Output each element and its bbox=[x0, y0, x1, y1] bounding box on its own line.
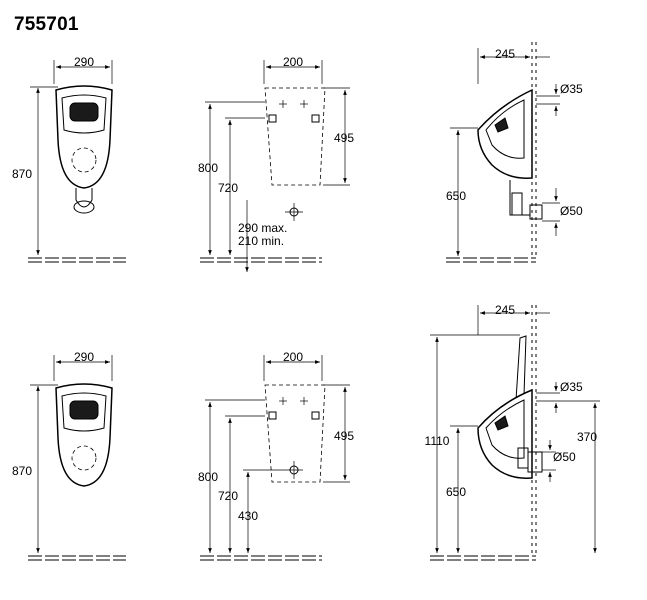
bottom-front-height-label: 870 bbox=[12, 464, 32, 478]
top-rear-height-fixing-label: 720 bbox=[218, 181, 238, 195]
top-rear-width-label: 200 bbox=[283, 55, 303, 69]
top-side-view: 245 Ø35 Ø50 650 bbox=[446, 42, 583, 263]
top-rear-drain-max-label: 290 max. bbox=[238, 221, 287, 235]
top-rear-view: 200 800 720 495 290 max. 210 min. bbox=[198, 55, 354, 272]
bottom-side-supply-height-label: 370 bbox=[577, 430, 597, 444]
top-side-depth-label: 245 bbox=[495, 47, 515, 61]
bottom-rear-drain-height-label: 430 bbox=[238, 509, 258, 523]
bottom-side-rim-height-label: 650 bbox=[446, 485, 466, 499]
top-side-rim-height-label: 650 bbox=[446, 189, 466, 203]
bottom-rear-height-total-label: 800 bbox=[198, 470, 218, 484]
top-rear-height-total-label: 800 bbox=[198, 161, 218, 175]
bottom-side-drain-label: Ø50 bbox=[553, 450, 576, 464]
bottom-rear-height-fixing-label: 720 bbox=[218, 489, 238, 503]
top-front-view: 290 870 bbox=[12, 55, 126, 263]
bottom-rear-width-label: 200 bbox=[283, 350, 303, 364]
bottom-side-supply-label: Ø35 bbox=[560, 380, 583, 394]
bottom-rear-mount-label: 495 bbox=[334, 429, 354, 443]
top-rear-drain-min-label: 210 min. bbox=[238, 234, 284, 248]
bottom-front-view: 290 870 bbox=[12, 350, 126, 561]
bottom-front-width-label: 290 bbox=[74, 350, 94, 364]
top-front-width-label: 290 bbox=[74, 55, 94, 69]
top-side-supply-label: Ø35 bbox=[560, 82, 583, 96]
model-number: 755701 bbox=[14, 14, 79, 35]
top-front-height-label: 870 bbox=[12, 167, 32, 181]
bottom-side-depth-label: 245 bbox=[495, 303, 515, 317]
bottom-side-total-height-label: 1110 bbox=[425, 434, 450, 448]
top-side-drain-label: Ø50 bbox=[560, 204, 583, 218]
bottom-side-view: 245 Ø35 Ø50 370 1110 650 bbox=[425, 303, 600, 561]
bottom-rear-view: 200 800 720 430 495 bbox=[198, 350, 354, 561]
top-rear-mount-label: 495 bbox=[334, 131, 354, 145]
